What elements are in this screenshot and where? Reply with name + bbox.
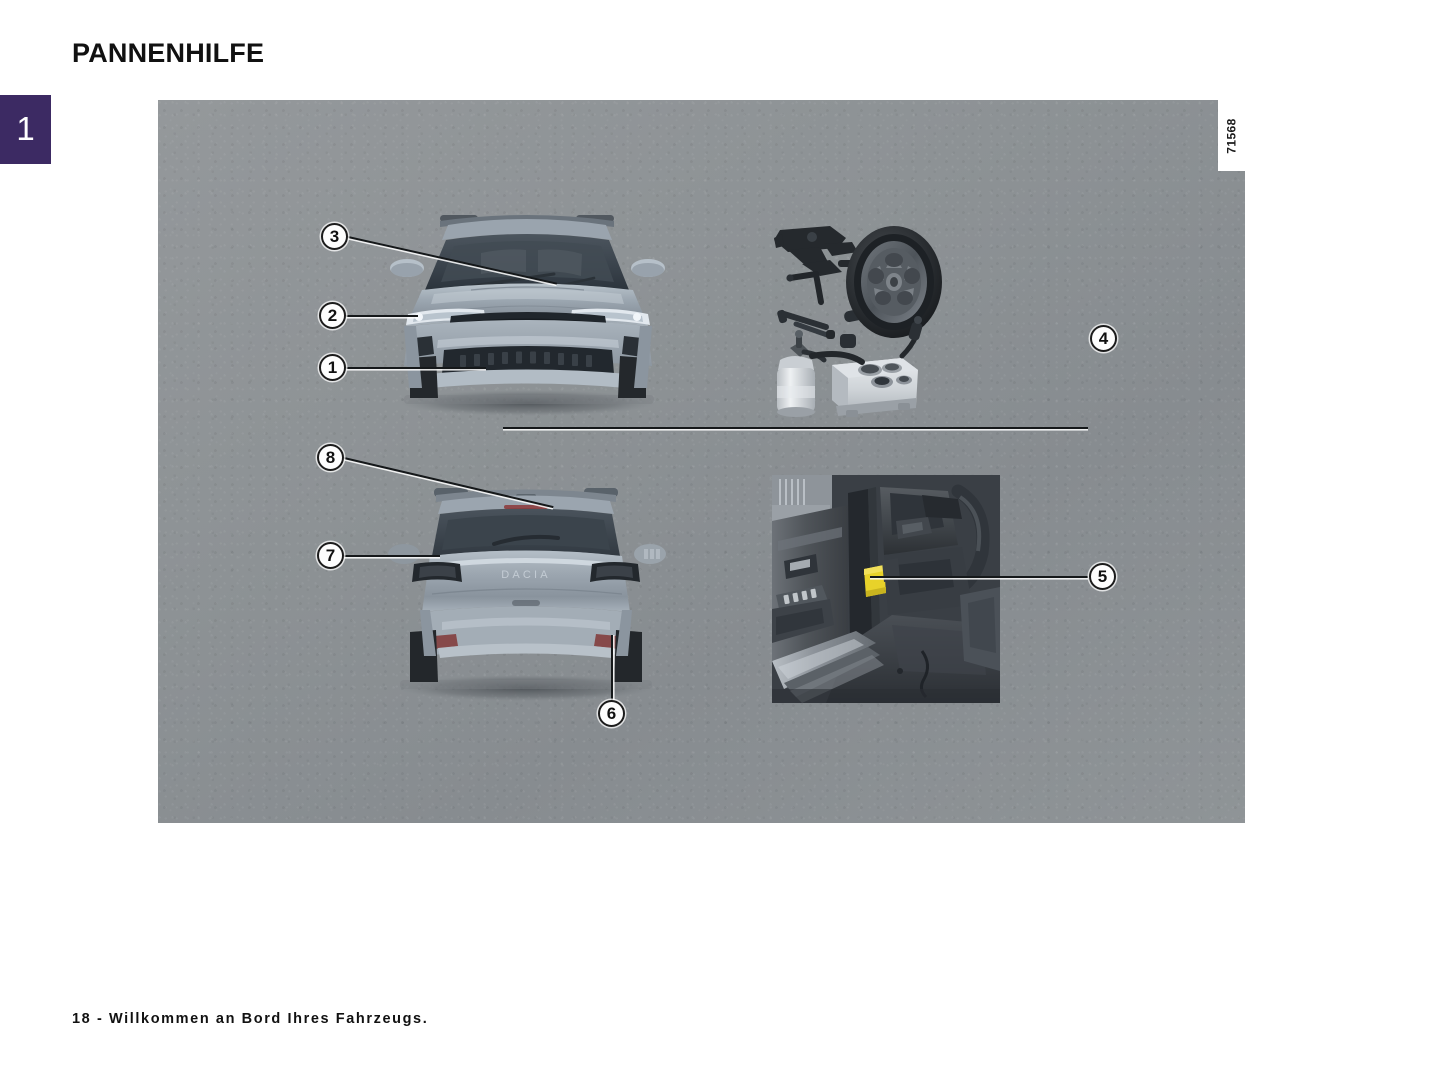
rear-view-artwork: DACIA xyxy=(388,488,666,701)
leader-line-6 xyxy=(611,635,613,703)
callout-marker-1[interactable]: 1 xyxy=(319,354,346,381)
leader-line-1 xyxy=(346,367,486,369)
bonnet-release-lever xyxy=(864,565,886,597)
compressor-icon xyxy=(832,358,918,417)
wheel-wrench-icon xyxy=(777,309,835,339)
hex-key-icon xyxy=(787,271,824,305)
page-footer: 18 - Willkommen an Bord Ihres Fahrzeugs. xyxy=(72,1011,429,1027)
chapter-tab: 1 xyxy=(0,95,51,164)
jack-icon xyxy=(774,226,858,276)
illustration-panel: DACIA xyxy=(158,100,1245,823)
interior-footwell-photo xyxy=(772,475,1000,703)
callout-marker-4[interactable]: 4 xyxy=(1090,325,1117,352)
callout-marker-7[interactable]: 7 xyxy=(317,542,344,569)
callout-marker-3[interactable]: 3 xyxy=(321,223,348,250)
callout-marker-8[interactable]: 8 xyxy=(317,444,344,471)
sealant-bottle-icon xyxy=(777,330,827,417)
image-reference-number: 71568 xyxy=(1218,100,1245,171)
page-title: PANNENHILFE xyxy=(72,38,265,68)
front-view-artwork xyxy=(390,215,665,416)
dacia-wordmark: DACIA xyxy=(501,569,551,581)
leader-line-7 xyxy=(344,555,440,557)
leader-line-4 xyxy=(503,427,1088,429)
callout-marker-2[interactable]: 2 xyxy=(319,302,346,329)
callout-marker-6[interactable]: 6 xyxy=(598,700,625,727)
air-hose-icon xyxy=(809,316,923,365)
leader-line-2 xyxy=(346,315,418,317)
tool-kit-artwork xyxy=(774,226,942,417)
spare-wheel-icon xyxy=(846,226,942,338)
leader-line-5 xyxy=(870,576,1088,578)
chapter-number: 1 xyxy=(16,110,35,147)
callout-marker-5[interactable]: 5 xyxy=(1089,563,1116,590)
